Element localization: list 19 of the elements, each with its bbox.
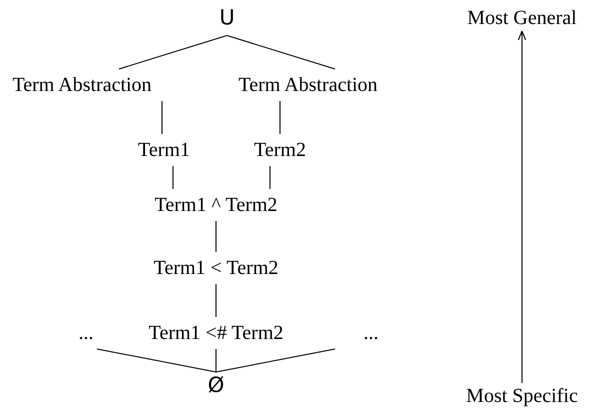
ellipsis: ... xyxy=(76,317,96,349)
ellipsis: ... xyxy=(360,317,382,349)
arrow xyxy=(518,30,526,384)
term-label: Term1 xyxy=(135,134,193,166)
term-label: Term1 ^ Term2 xyxy=(152,189,280,221)
connector-line xyxy=(216,348,336,372)
axis-label: Most Specific xyxy=(463,383,581,409)
term-label: Term1 <# Term2 xyxy=(146,317,286,349)
axis-label: Most General xyxy=(464,5,580,31)
term-label: Term1 < Term2 xyxy=(150,252,282,284)
term-label: Term Abstraction xyxy=(235,69,381,101)
term-label: Term Abstraction xyxy=(9,69,155,101)
empty-set-symbol: Ø xyxy=(204,372,228,398)
connector-line xyxy=(96,348,216,372)
universal-set-symbol: U xyxy=(215,2,239,36)
connector-line xyxy=(118,35,228,70)
connector-line xyxy=(226,35,336,70)
connector-line xyxy=(172,166,174,190)
term-label: Term2 xyxy=(251,134,309,166)
